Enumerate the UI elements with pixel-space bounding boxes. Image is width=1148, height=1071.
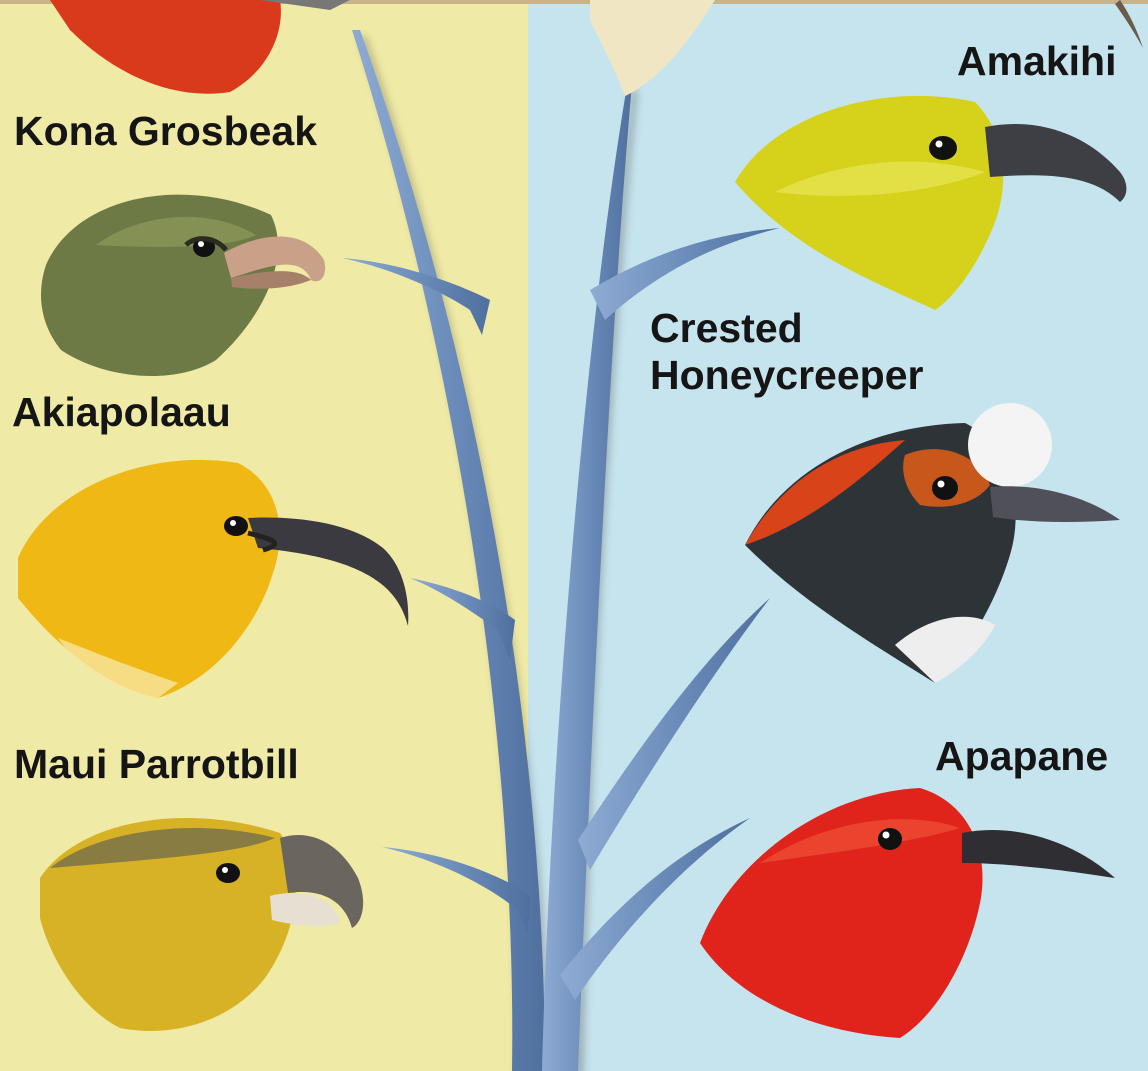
label-amakihi: Amakihi [957, 38, 1117, 85]
maui-parrotbill-illustration [40, 808, 370, 1038]
label-crested-line1: Crested [650, 305, 990, 352]
label-apapane: Apapane [935, 733, 1108, 780]
branch-kona-grosbeak [342, 258, 490, 335]
label-maui-parrotbill: Maui Parrotbill [14, 741, 299, 788]
apapane-illustration [700, 783, 1120, 1043]
label-akiapolaau: Akiapolaau [12, 389, 231, 436]
label-kona-grosbeak: Kona Grosbeak [14, 108, 317, 155]
partial-pale-bird-illustration [590, 0, 730, 100]
crested-honeycreeper-illustration [745, 395, 1125, 685]
partial-red-bird-illustration [30, 0, 350, 100]
white-crest [968, 403, 1052, 487]
akiapolaau-illustration [18, 448, 418, 708]
label-crested-line2: Honeycreeper [650, 352, 990, 399]
amakihi-illustration [735, 82, 1135, 312]
kona-grosbeak-illustration [36, 175, 336, 385]
label-crested-honeycreeper: Crested Honeycreeper [650, 305, 990, 399]
partial-beak-illustration [1115, 0, 1148, 50]
